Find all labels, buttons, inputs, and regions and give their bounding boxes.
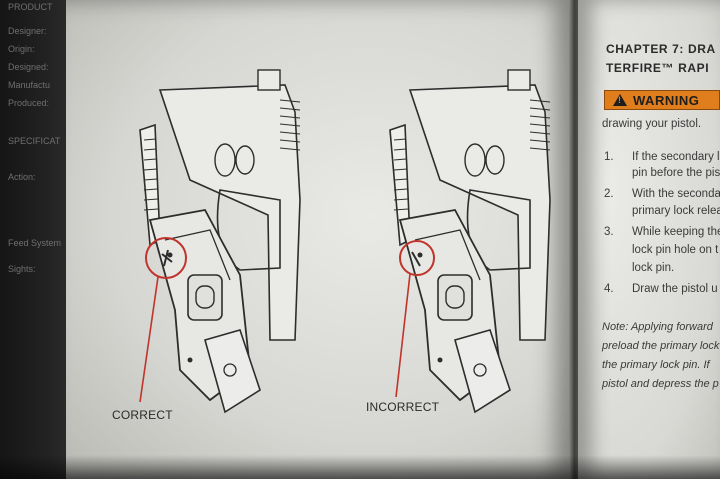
warning-badge: WARNING <box>604 90 720 110</box>
step-number: 2. <box>604 188 614 200</box>
spec-label: Produced: <box>8 98 50 108</box>
spec-label: Designed: <box>8 62 49 72</box>
step-text: primary lock relea <box>632 205 720 217</box>
lock-pin-disengaged <box>411 251 421 267</box>
step-text: lock pin. <box>632 262 675 274</box>
step-number: 4. <box>604 283 614 295</box>
note-text: Note: Applying forward <box>602 321 713 333</box>
correct-caption: CORRECT <box>112 408 173 422</box>
step-text: With the seconda <box>632 188 720 200</box>
correct-leader-line <box>139 276 159 403</box>
spec-label: Origin: <box>8 44 35 54</box>
step-number: 3. <box>604 226 614 238</box>
spec-label: Feed System <box>8 238 62 248</box>
spec-label: Manufactu <box>8 80 51 90</box>
lock-pin-engaged <box>161 249 173 267</box>
note-text: the primary lock pin. If <box>602 359 710 371</box>
step-text: pin before the pis <box>632 167 720 179</box>
correct-highlight-circle <box>145 237 187 279</box>
chapter-title: CHAPTER 7: DRA TERFIRE™ RAPI <box>606 40 716 78</box>
instructions-page: CHAPTER 7: DRA TERFIRE™ RAPI WARNING dra… <box>578 0 720 479</box>
step-number: 1. <box>604 151 614 163</box>
incorrect-highlight-circle <box>399 240 435 276</box>
facing-page-strip: PRODUCT Designer: Origin: Designed: Manu… <box>0 0 66 479</box>
step-text: If the secondary l <box>632 151 720 163</box>
note-text: pistol and depress the p <box>602 378 719 390</box>
spec-label: Action: <box>8 172 36 182</box>
spec-label: Sights: <box>8 264 36 274</box>
warning-label: WARNING <box>633 92 700 108</box>
incorrect-leader-line <box>395 273 411 398</box>
note-text: preload the primary lock <box>602 340 720 352</box>
spec-label: PRODUCT <box>8 2 53 12</box>
step-text: Draw the pistol u <box>632 283 718 295</box>
step-text: While keeping the <box>632 226 720 238</box>
warning-intro: drawing your pistol. <box>602 118 702 130</box>
incorrect-caption: INCORRECT <box>366 400 440 414</box>
chapter-title-line: CHAPTER 7: DRA <box>606 42 716 56</box>
spec-label: Designer: <box>8 26 47 36</box>
chapter-title-line: TERFIRE™ RAPI <box>606 61 710 75</box>
correct-holster-drawing <box>139 69 301 413</box>
warning-triangle-icon <box>613 94 627 106</box>
spec-label: SPECIFICAT <box>8 136 61 146</box>
step-text: lock pin hole on t <box>632 244 719 256</box>
